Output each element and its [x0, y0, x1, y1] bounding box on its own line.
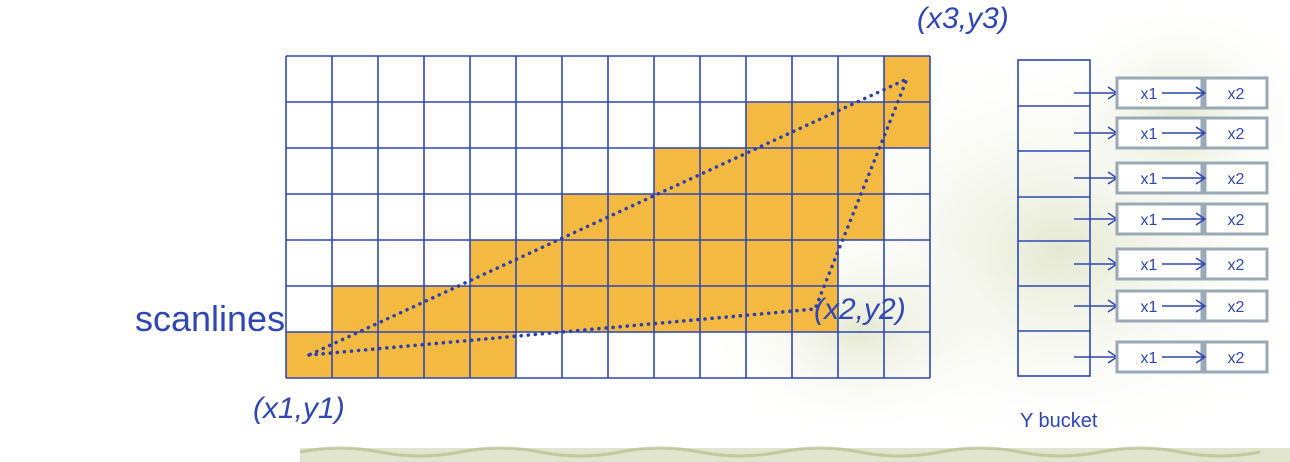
- triangle-outline: [308, 75, 911, 357]
- filled-cell: [838, 102, 884, 148]
- filled-cell: [700, 194, 746, 240]
- arrow-head: [1195, 212, 1207, 226]
- bucket-x2-text: x2: [1228, 299, 1245, 316]
- bucket-x2-text: x2: [1228, 257, 1245, 274]
- filled-cell: [746, 240, 792, 286]
- filled-cell: [332, 286, 378, 332]
- filled-cell: [378, 332, 424, 378]
- bucket-x1-text: x1: [1141, 171, 1158, 188]
- filled-cell: [562, 194, 608, 240]
- filled-cell: [332, 332, 378, 378]
- bucket-x2-text: x2: [1228, 212, 1245, 229]
- filled-cell: [654, 148, 700, 194]
- bucket-x2-box: [1203, 289, 1269, 323]
- vertex-label-p2: (x2,y2): [814, 293, 906, 326]
- filled-cell: [562, 240, 608, 286]
- filled-cell: [746, 286, 792, 332]
- filled-cell: [700, 286, 746, 332]
- arrow-head: [1195, 299, 1207, 313]
- bucket-x1-text: x1: [1141, 126, 1158, 143]
- bucket-x1-text: x1: [1141, 350, 1158, 367]
- bucket-x2-text: x2: [1228, 350, 1245, 367]
- y-bucket-structure: x1 x2 x1 x2 x1 x2 x1 x2 x1 x2 x1 x2 x1 x2: [1017, 59, 1269, 377]
- filled-cell: [516, 240, 562, 286]
- bucket-x2-text: x2: [1228, 86, 1245, 103]
- arrow-head: [1195, 126, 1207, 140]
- filled-cell: [424, 286, 470, 332]
- filled-cell: [884, 102, 930, 148]
- filled-cell: [424, 332, 470, 378]
- filled-cell: [654, 240, 700, 286]
- bucket-x1-text: x1: [1141, 212, 1158, 229]
- vertex-label-p3: (x3,y3): [917, 2, 1009, 35]
- filled-cell: [562, 286, 608, 332]
- filled-cell: [470, 286, 516, 332]
- triangle-edges: [308, 75, 911, 357]
- filled-cell: [746, 102, 792, 148]
- filled-cell: [792, 102, 838, 148]
- filled-cell: [378, 286, 424, 332]
- filled-cell: [608, 194, 654, 240]
- filled-cell: [654, 286, 700, 332]
- scanlines-label: scanlines: [135, 298, 286, 339]
- vertex-label-p1: (x1,y1): [253, 392, 345, 425]
- filled-cell: [608, 240, 654, 286]
- arrow-head: [1195, 257, 1207, 271]
- arrow-head: [1195, 171, 1207, 185]
- bucket-x1-box: [1115, 202, 1204, 236]
- y-bucket-label: Y bucket: [1020, 410, 1098, 432]
- arrow-head: [1195, 86, 1207, 100]
- filled-cell: [608, 286, 654, 332]
- bucket-column: [1017, 59, 1091, 377]
- filled-cell: [792, 148, 838, 194]
- filled-cell: [746, 148, 792, 194]
- filled-cell: [700, 148, 746, 194]
- bucket-x2-text: x2: [1228, 126, 1245, 143]
- filled-cell: [792, 240, 838, 286]
- bucket-x1-text: x1: [1141, 86, 1158, 103]
- filled-cell: [516, 286, 562, 332]
- filled-cell: [746, 194, 792, 240]
- filled-cell: [884, 56, 930, 102]
- arrow-head: [1195, 350, 1207, 364]
- filled-cell: [700, 240, 746, 286]
- pixel-grid: [285, 55, 931, 379]
- bucket-x1-text: x1: [1141, 299, 1158, 316]
- filled-cell: [792, 286, 838, 332]
- filled-cell: [654, 194, 700, 240]
- bucket-x2-box: [1203, 116, 1269, 150]
- filled-cell: [792, 194, 838, 240]
- filled-cells: [286, 56, 930, 378]
- bucket-x2-box: [1203, 76, 1269, 110]
- bucket-x2-text: x2: [1228, 171, 1245, 188]
- bucket-x1-text: x1: [1141, 257, 1158, 274]
